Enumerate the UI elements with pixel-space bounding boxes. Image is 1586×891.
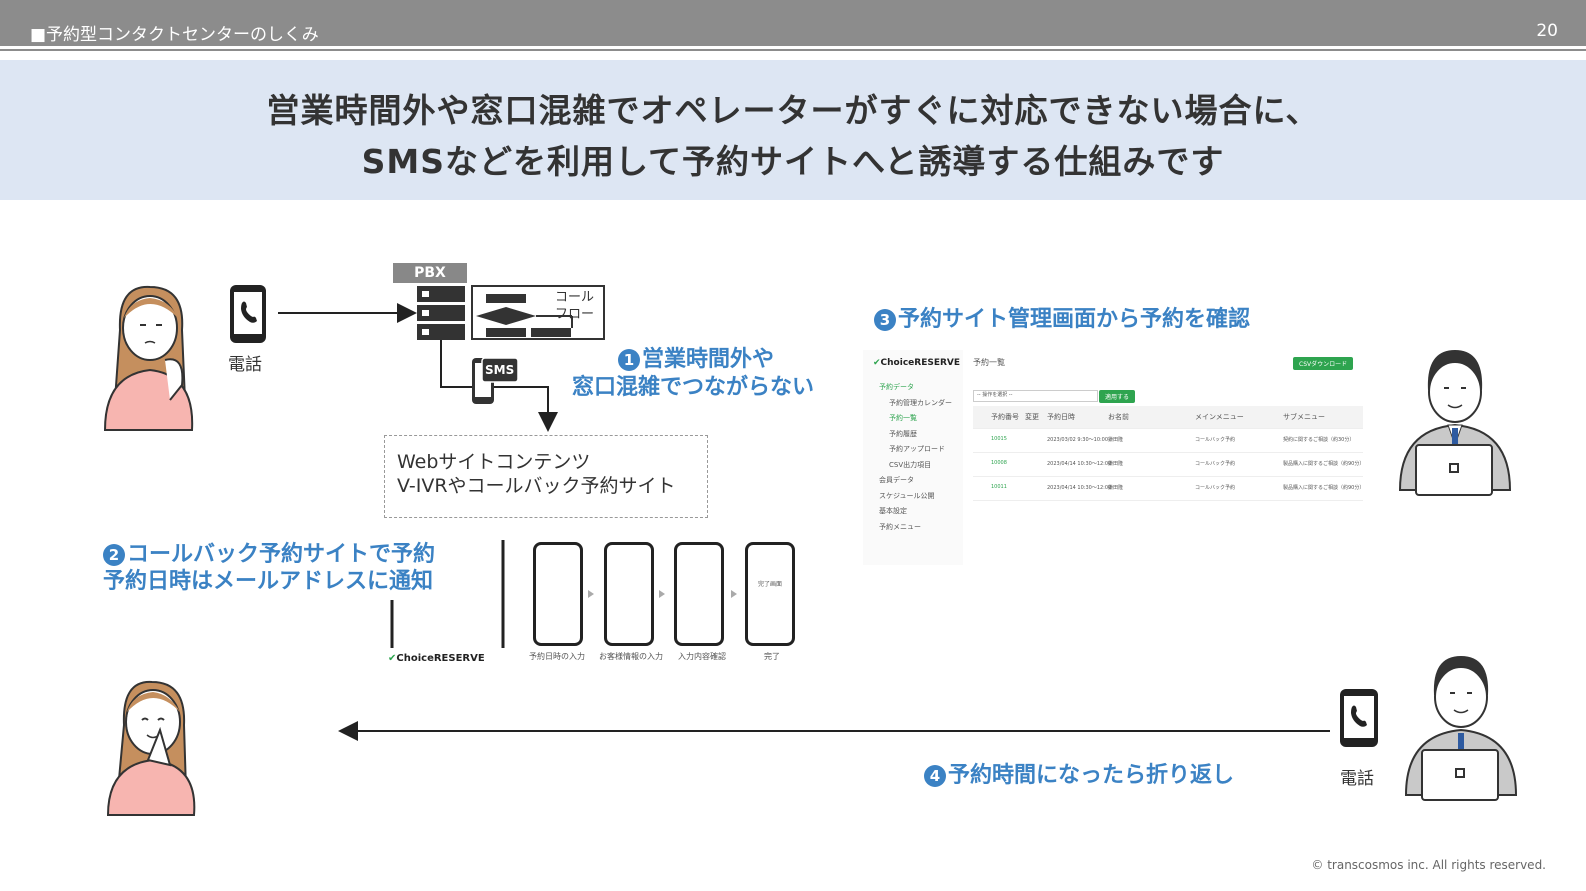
admin-table-cell: 鎌田隆 bbox=[1108, 485, 1124, 491]
step-1-line-1: 営業時間外や bbox=[642, 347, 775, 372]
admin-sidebar-item[interactable]: 予約履歴 bbox=[889, 429, 917, 438]
phone-label-left: 電話 bbox=[228, 355, 262, 375]
sms-phone-icon bbox=[472, 357, 519, 404]
admin-table-cell: 契約に関するご相談（約30分） bbox=[1283, 437, 1355, 443]
section-title: ■予約型コンタクトセンターのしくみ bbox=[30, 25, 319, 45]
customer-relieved-illustration bbox=[106, 680, 196, 816]
operator-illustration-top bbox=[1398, 350, 1512, 496]
headline-banner bbox=[0, 60, 1586, 200]
admin-column-header: メインメニュー bbox=[1195, 413, 1244, 421]
admin-column-header: お名前 bbox=[1108, 413, 1129, 421]
admin-sidebar-item[interactable]: 予約アップロード bbox=[889, 445, 945, 453]
operator-illustration-bottom bbox=[1404, 656, 1518, 801]
step-3-number: 3 bbox=[874, 309, 896, 331]
step-2-line-2: 予約日時はメールアドレスに通知 bbox=[103, 569, 434, 594]
admin-screen-screenshot: ✔ChoiceRESERVE 予約データ予約管理カレンダー予約一覧予約履歴予約ア… bbox=[863, 350, 1365, 565]
admin-column-header: サブメニュー bbox=[1283, 413, 1325, 421]
web-box-line-1: Webサイトコンテンツ bbox=[397, 451, 591, 473]
phone-step-label-2: お客様情報の入力 bbox=[599, 652, 663, 661]
admin-sidebar-list: 予約データ予約管理カレンダー予約一覧予約履歴予約アップロード CSV出力項目会員デ… bbox=[873, 380, 952, 535]
admin-sidebar-item[interactable]: 基本設定 bbox=[879, 507, 907, 515]
call-flow-line-2: フロー bbox=[555, 307, 595, 322]
admin-column-header: 予約番号 bbox=[991, 413, 1019, 421]
headline-line-2: SMSなどを利用して予約サイトへと誘導する仕組みです bbox=[361, 142, 1225, 181]
step-1-number: 1 bbox=[618, 349, 640, 371]
call-flow-line-1: コール bbox=[555, 290, 595, 305]
copyright-notice: © transcosmos inc. All rights reserved. bbox=[1311, 858, 1546, 872]
admin-table-cell: 鎌田隆 bbox=[1108, 437, 1124, 443]
admin-sidebar-item[interactable]: 予約メニュー bbox=[879, 522, 921, 531]
step-4-number: 4 bbox=[924, 765, 946, 787]
admin-table-cell: 鎌田隆 bbox=[1108, 461, 1124, 467]
admin-table-cell: 製品購入に関するご相談（約90分） bbox=[1283, 461, 1365, 467]
admin-table-cell: 2023/04/14 10:30〜12:00 bbox=[1047, 485, 1112, 491]
phone-screen-confirm bbox=[674, 542, 724, 646]
step-2-number: 2 bbox=[103, 544, 125, 566]
admin-table-cell: コールバック予約 bbox=[1195, 485, 1236, 491]
admin-logo: ✔ChoiceRESERVE bbox=[873, 358, 961, 368]
complete-screen-text: 完了画面 bbox=[757, 581, 782, 588]
pbx-server-icon bbox=[417, 286, 465, 340]
admin-table-cell: 10015 bbox=[991, 436, 1007, 442]
phone-screen-customer-info bbox=[604, 542, 654, 646]
admin-table-cell: 10011 bbox=[991, 484, 1007, 490]
admin-sidebar-item[interactable]: 予約管理カレンダー bbox=[889, 398, 952, 407]
admin-title: 予約一覧 bbox=[973, 358, 1005, 367]
admin-table-header: 予約番号変更予約日時 お名前 メインメニュー サブメニュー bbox=[973, 406, 1363, 429]
top-bar-divider bbox=[0, 49, 1586, 51]
admin-column-header: 予約日時 bbox=[1047, 413, 1075, 421]
admin-sidebar-item[interactable]: CSV出力項目 bbox=[889, 460, 932, 469]
apply-button[interactable]: 適用する bbox=[1099, 390, 1136, 403]
phone-flow-logo: ✔ChoiceRESERVE bbox=[388, 653, 485, 664]
headline-line-1: 営業時間外や窓口混雑でオペレーターがすぐに対応できない場合に、 bbox=[266, 91, 1320, 130]
admin-sidebar-item[interactable]: 会員データ bbox=[879, 476, 914, 484]
admin-table-cell: コールバック予約 bbox=[1195, 437, 1236, 443]
admin-table-cell: 製品購入に関するご相談（約90分） bbox=[1283, 485, 1365, 491]
step-2-line-1: コールバック予約サイトで予約 bbox=[127, 542, 436, 567]
smartphone-icon bbox=[230, 285, 266, 343]
step-3-line-1: 予約サイト管理画面から予約を確認 bbox=[898, 307, 1251, 332]
admin-table-cell: コールバック予約 bbox=[1195, 461, 1236, 467]
customer-worried-illustration bbox=[103, 285, 194, 431]
page-number: 20 bbox=[1536, 21, 1558, 41]
web-content-box: Webサイトコンテンツ V-IVRやコールバック予約サイト bbox=[384, 435, 708, 518]
phone-screen-complete: 完了画面 bbox=[745, 542, 795, 646]
admin-table-cell: 2023/04/14 10:30〜12:00 bbox=[1047, 461, 1112, 467]
admin-sidebar: ✔ChoiceRESERVE 予約データ予約管理カレンダー予約一覧予約履歴予約ア… bbox=[863, 350, 963, 565]
csv-download-button[interactable]: CSVダウンロード bbox=[1293, 357, 1354, 370]
admin-table-cell: 2023/03/02 9:30〜10:00 bbox=[1047, 437, 1109, 443]
top-bar bbox=[0, 0, 1586, 46]
admin-sidebar-item[interactable]: 予約一覧 bbox=[889, 414, 917, 422]
phone-label-right: 電話 bbox=[1340, 769, 1374, 789]
admin-sidebar-item[interactable]: 予約データ bbox=[879, 383, 914, 391]
call-flow-text: コール フロー bbox=[555, 289, 594, 323]
phone-screen-datetime bbox=[533, 542, 583, 646]
step-4-line-1: 予約時間になったら折り返し bbox=[948, 763, 1235, 788]
call-flow-chart-icon bbox=[476, 294, 573, 337]
phone-step-label-1: 予約日時の入力 bbox=[529, 652, 585, 661]
pbx-label: PBX bbox=[393, 263, 467, 283]
smartphone-icon-right bbox=[1340, 689, 1378, 747]
phone-step-label-4: 完了 bbox=[764, 652, 780, 661]
filter-select[interactable]: -- 操作を選択 -- bbox=[973, 390, 1098, 402]
admin-column-header: 変更 bbox=[1025, 413, 1039, 421]
tablet-calendar-illustration bbox=[390, 540, 506, 650]
phone-step-label-3: 入力内容確認 bbox=[678, 652, 726, 661]
admin-sidebar-item[interactable]: スケジュール公開 bbox=[879, 491, 935, 500]
web-box-line-2: V-IVRやコールバック予約サイト bbox=[397, 475, 676, 497]
sms-label: SMS bbox=[485, 363, 515, 377]
admin-table-cell: 10008 bbox=[991, 460, 1007, 466]
step-1-line-2: 窓口混雑でつながらない bbox=[572, 375, 815, 400]
call-flow-box: コール フロー bbox=[471, 285, 605, 340]
